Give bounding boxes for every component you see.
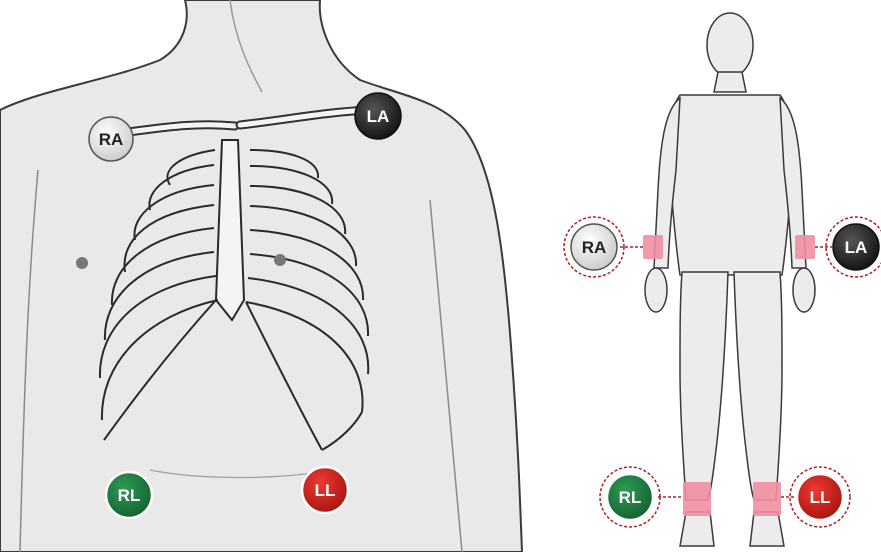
- electrode-label-ll: LL: [810, 488, 831, 507]
- right-ankle-band: [683, 482, 711, 516]
- right-leg: [680, 272, 728, 500]
- right-foot: [680, 512, 714, 546]
- torso-electrode-rl: RL: [106, 472, 152, 518]
- full-body-figure: [645, 13, 815, 546]
- left-ankle-band: [753, 482, 781, 516]
- sternum: [216, 140, 244, 320]
- limb-electrode-rl: RL: [600, 467, 660, 527]
- right-wrist-band: [643, 235, 663, 259]
- nipple: [76, 257, 88, 269]
- limb-electrode-la: LA: [826, 217, 881, 277]
- head: [707, 13, 753, 77]
- electrode-label-rl: RL: [619, 488, 642, 507]
- nipple: [274, 254, 286, 266]
- right-hand: [645, 268, 667, 312]
- left-wrist-band: [795, 235, 815, 259]
- limb-electrode-ll: LL: [790, 467, 850, 527]
- electrode-label-rl: RL: [118, 486, 141, 505]
- left-foot: [750, 512, 784, 546]
- torso-panel: RA LA RL LL: [0, 0, 522, 552]
- left-hand: [793, 268, 815, 312]
- torso-electrode-ra: RA: [89, 117, 133, 161]
- electrode-label-ra: RA: [582, 238, 607, 257]
- electrode-label-la: LA: [845, 238, 868, 257]
- torso-electrode-la: LA: [355, 93, 401, 139]
- left-leg: [734, 272, 782, 500]
- electrode-label-la: LA: [367, 107, 390, 126]
- torso-silhouette: [0, 0, 522, 552]
- neck: [714, 72, 746, 92]
- torso-electrode-ll: LL: [302, 467, 348, 513]
- electrode-label-ra: RA: [99, 130, 124, 149]
- limb-panel: RA LA RL LL: [564, 13, 881, 546]
- trunk: [669, 95, 792, 275]
- electrode-label-ll: LL: [315, 481, 336, 500]
- limb-electrode-ra: RA: [564, 217, 624, 277]
